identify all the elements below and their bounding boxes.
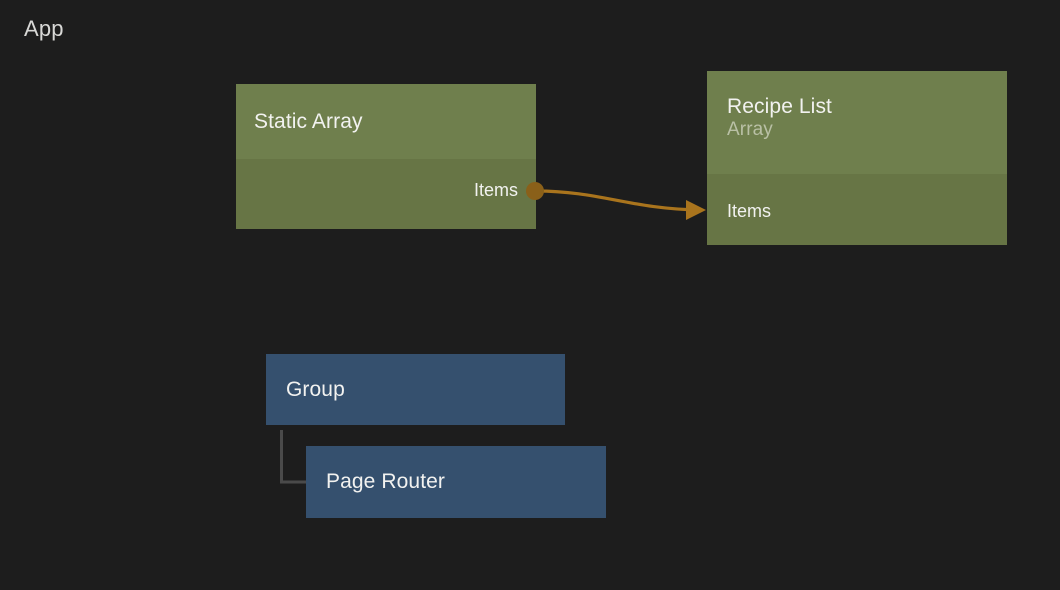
edge-items-to-items[interactable] xyxy=(526,182,706,220)
root-app-label: App xyxy=(24,16,64,41)
node-static-array-title: Static Array xyxy=(254,109,363,133)
node-static-array-body: Items xyxy=(236,159,536,229)
node-page-router-header: Page Router xyxy=(306,446,606,518)
node-group[interactable]: Group xyxy=(266,354,565,425)
port-recipe-list-items-label: Items xyxy=(727,201,772,221)
node-recipe-list-subtitle: Array xyxy=(727,118,773,140)
node-group-header: Group xyxy=(266,354,565,425)
edge-items-to-items-path xyxy=(534,189,702,212)
node-static-array[interactable]: Static Array Items xyxy=(236,84,536,229)
edge-group-to-page-router[interactable] xyxy=(280,430,307,484)
edge-group-to-page-router-path xyxy=(280,430,306,484)
node-recipe-list-title: Recipe List xyxy=(727,95,832,118)
port-recipe-list-items[interactable]: Items xyxy=(727,202,771,220)
node-page-router[interactable]: Page Router xyxy=(306,446,606,518)
node-group-title: Group xyxy=(286,377,345,401)
node-page-router-title: Page Router xyxy=(326,470,446,494)
port-static-array-items[interactable]: Items xyxy=(474,181,518,199)
node-recipe-list[interactable]: Recipe List Array Items xyxy=(707,71,1007,245)
node-recipe-list-body: Items xyxy=(707,174,1007,245)
node-recipe-list-header: Recipe List Array xyxy=(707,71,1007,174)
port-static-array-items-label: Items xyxy=(473,180,518,200)
edge-items-to-items-arrowhead xyxy=(686,200,706,220)
node-static-array-header: Static Array xyxy=(236,84,536,159)
